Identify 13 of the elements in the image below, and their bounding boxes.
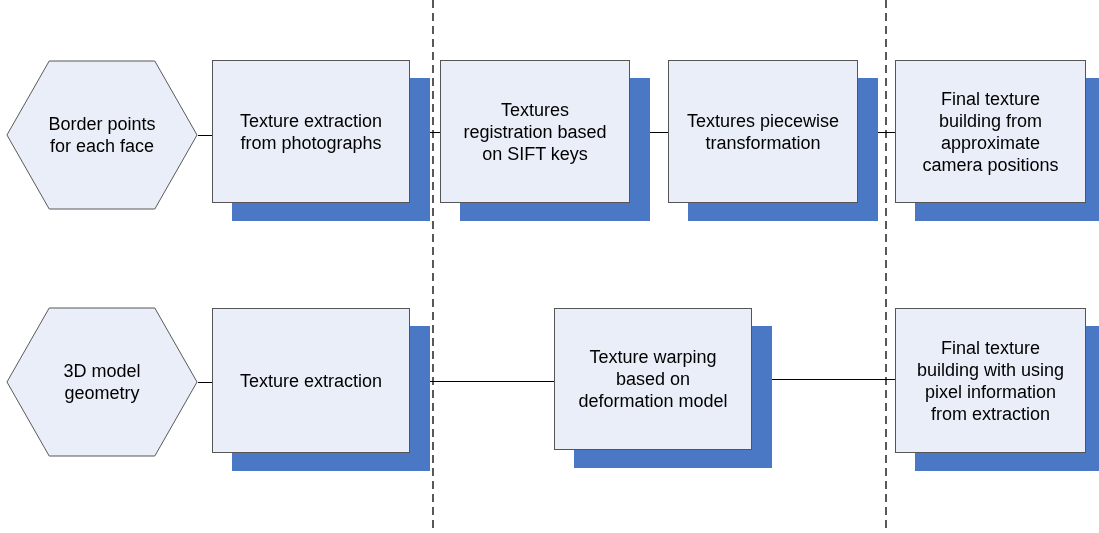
node-text: Textures piecewise transformation	[685, 109, 841, 154]
connector-line	[197, 135, 213, 136]
node-text: Textures registration based on SIFT keys	[462, 98, 608, 165]
connector-line	[197, 382, 213, 383]
node-text: Texture extraction	[238, 369, 384, 392]
node-text: Final texture building with using pixel information from extraction	[915, 336, 1066, 425]
node-text: Border points for each face	[47, 113, 157, 157]
node-text: 3D model geometry	[62, 360, 142, 404]
node-text: Texture extraction from photographs	[238, 109, 384, 154]
input-hexagon	[6, 60, 198, 210]
node-text: Final texture building from approximate camera positions	[921, 87, 1060, 176]
node-text: Texture warping based on deformation model	[577, 346, 729, 412]
input-hexagon	[6, 307, 198, 457]
